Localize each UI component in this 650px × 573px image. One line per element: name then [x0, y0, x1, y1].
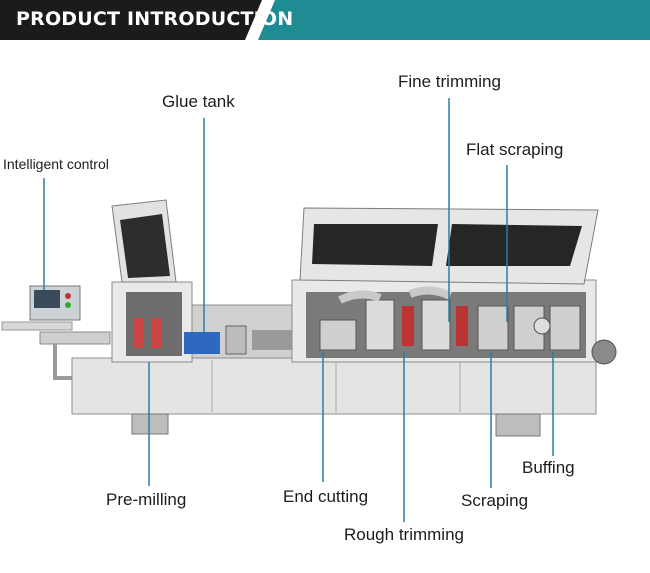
label-rough-trimming: Rough trimming	[344, 525, 464, 544]
header-separator	[245, 0, 275, 40]
label-fine-trimming: Fine trimming	[398, 72, 501, 91]
rough-trimming-unit	[365, 299, 395, 351]
fine-trimming-unit	[421, 299, 451, 351]
right-cover-window-2	[446, 224, 582, 266]
pre-milling-motor-2	[152, 318, 162, 348]
end-cutting-saw	[319, 319, 357, 351]
label-flat-scraping: Flat scraping	[466, 140, 564, 159]
feed-rail	[1, 321, 73, 331]
feed-rail-support	[39, 331, 111, 345]
header-background	[0, 0, 650, 40]
feed-pipe	[53, 344, 75, 380]
pressure-gauge	[533, 317, 551, 335]
glue-tank-body	[184, 332, 220, 354]
pre-milling-motor	[134, 318, 144, 348]
label-pre-milling: Pre-milling	[106, 490, 187, 509]
control-button-green	[65, 302, 71, 308]
left-cover-window	[120, 214, 170, 278]
right-cover-window-1	[312, 224, 438, 266]
label-intelligent-control: Intelligent control	[3, 156, 109, 172]
buffing-motor	[591, 339, 617, 365]
feed-track	[252, 330, 292, 350]
header-teal-band	[258, 0, 650, 40]
page-title: PRODUCT INTRODUCTION	[16, 8, 294, 30]
machine-foot-right	[495, 413, 541, 437]
buffing-unit	[549, 305, 581, 351]
vacuum-duct-2	[408, 286, 452, 300]
control-button-red	[65, 293, 71, 299]
header-dark-band	[0, 0, 275, 40]
machine-base	[71, 357, 597, 415]
scraping-unit	[477, 305, 509, 351]
label-scraping: Scraping	[461, 491, 529, 510]
label-end-cutting: End cutting	[283, 487, 369, 506]
header-banner: PRODUCT INTRODUCTION	[0, 0, 650, 40]
machine-foot-left	[131, 413, 169, 435]
fine-trimming-motor	[456, 306, 468, 346]
vacuum-duct-1	[338, 290, 382, 304]
label-glue-tank: Glue tank	[162, 92, 235, 111]
label-buffing: Buffing	[522, 458, 575, 477]
rough-trimming-motor	[402, 306, 414, 346]
control-panel-screen	[34, 290, 60, 308]
pressure-roller	[225, 325, 247, 355]
